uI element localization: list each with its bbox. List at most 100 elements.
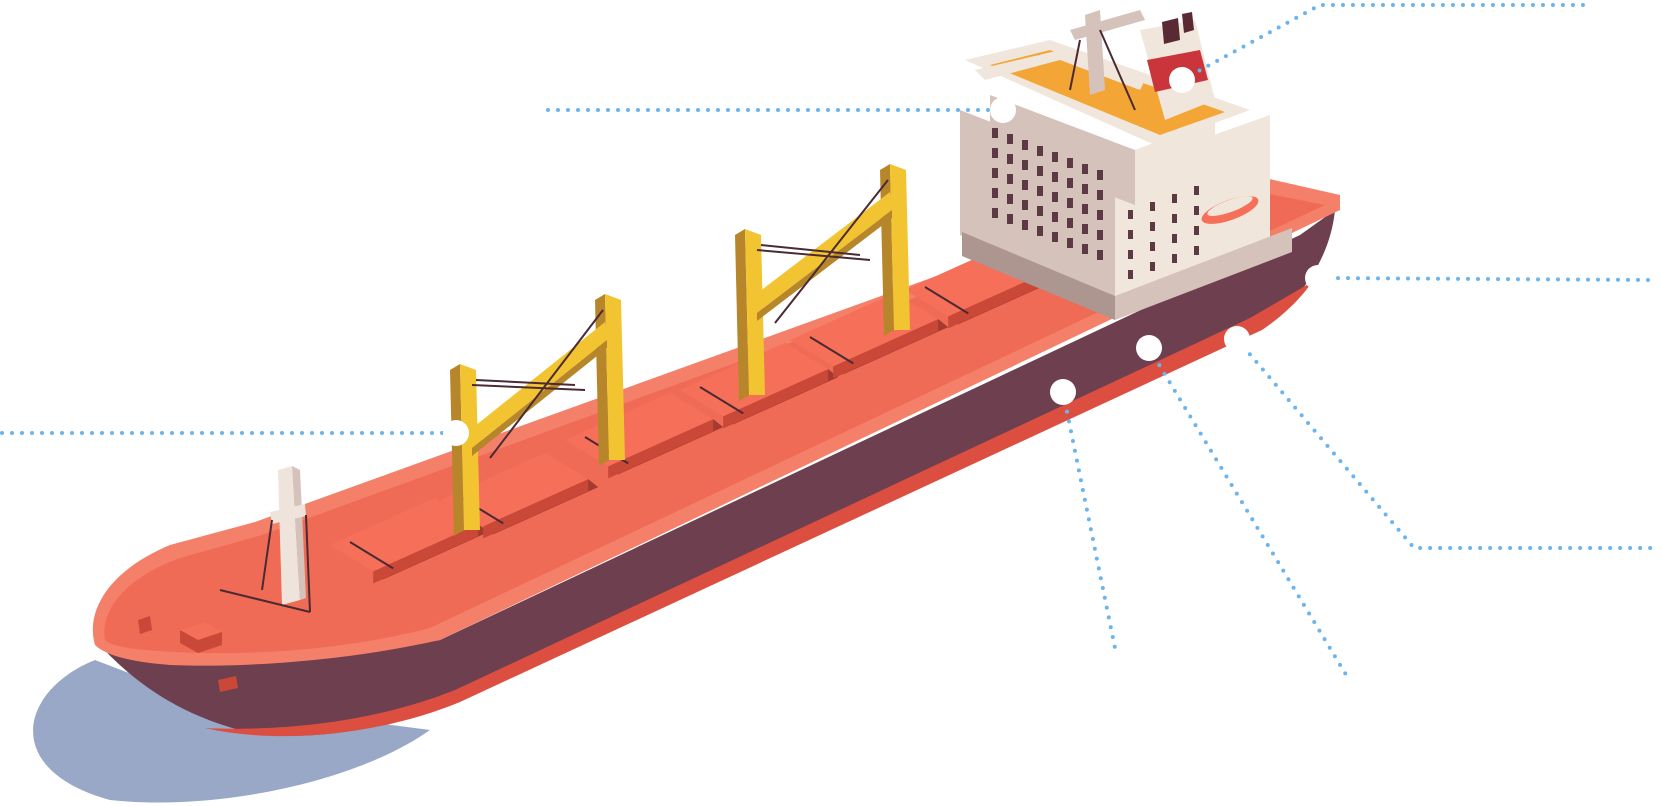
callout-dot xyxy=(1224,326,1250,352)
window xyxy=(1097,170,1103,180)
window xyxy=(1052,212,1058,222)
window xyxy=(1097,230,1103,240)
leader-line xyxy=(1316,276,1654,282)
crane-boom-side xyxy=(472,340,607,456)
cargo-hatch xyxy=(790,292,949,379)
window xyxy=(1150,222,1155,231)
window xyxy=(1022,160,1028,170)
window xyxy=(1150,262,1155,271)
window xyxy=(1052,232,1058,242)
crane-rope xyxy=(471,384,586,391)
window xyxy=(1097,190,1103,200)
window xyxy=(992,208,998,218)
window xyxy=(1082,224,1088,234)
window xyxy=(1194,246,1199,255)
window xyxy=(1082,244,1088,254)
window xyxy=(992,128,998,138)
callout-dot xyxy=(1305,265,1331,291)
window xyxy=(1172,214,1177,223)
window xyxy=(1097,210,1103,220)
crane-post-face xyxy=(745,229,765,395)
window xyxy=(1037,146,1043,156)
hatch-seam xyxy=(809,336,854,365)
window xyxy=(1128,210,1133,219)
leader-line xyxy=(1235,337,1662,550)
crane xyxy=(735,164,910,401)
crane-post-side xyxy=(735,229,749,401)
window xyxy=(1172,254,1177,263)
window xyxy=(1128,230,1133,239)
window xyxy=(1007,214,1013,224)
crane-rope xyxy=(475,379,576,386)
window xyxy=(992,168,998,178)
window xyxy=(1007,194,1013,204)
window xyxy=(1052,152,1058,162)
callout-hull-center xyxy=(1050,379,1118,655)
callout-hull-mid xyxy=(1136,335,1350,680)
crane-rope xyxy=(756,249,871,261)
callout-crane xyxy=(0,420,469,446)
crane-rope xyxy=(760,244,861,256)
window xyxy=(1022,200,1028,210)
superstructure-windows xyxy=(992,128,1199,279)
window xyxy=(1022,220,1028,230)
leader-line xyxy=(1061,390,1118,655)
window xyxy=(1082,184,1088,194)
cargo-hatch xyxy=(330,497,489,584)
callout-stern xyxy=(1305,265,1654,291)
crane-boom xyxy=(755,192,892,313)
crane-boom-side xyxy=(757,210,892,321)
window xyxy=(1052,172,1058,182)
window xyxy=(1194,226,1199,235)
window xyxy=(992,148,998,158)
window xyxy=(1067,218,1073,228)
window xyxy=(1037,166,1043,176)
window xyxy=(1037,226,1043,236)
deck-cranes xyxy=(450,164,910,536)
callout-dot xyxy=(1136,335,1162,361)
window xyxy=(1007,174,1013,184)
window xyxy=(992,188,998,198)
hatch-seam xyxy=(699,386,744,415)
hatch-front xyxy=(608,419,714,479)
superstructure xyxy=(960,10,1292,320)
window xyxy=(1194,206,1199,215)
crane-boom xyxy=(470,322,607,448)
crane xyxy=(450,294,625,536)
window xyxy=(1007,134,1013,144)
window xyxy=(1082,164,1088,174)
callout-dot xyxy=(990,97,1016,123)
window xyxy=(1150,242,1155,251)
crane-post-face xyxy=(890,164,910,330)
crane-post-face xyxy=(605,294,625,460)
crane-post-face xyxy=(460,364,480,530)
hatch-front xyxy=(833,319,939,379)
hatch-seam xyxy=(924,286,969,315)
window xyxy=(1037,206,1043,216)
window xyxy=(1150,202,1155,211)
window xyxy=(1194,186,1199,195)
hatch-front xyxy=(948,269,1054,329)
leader-line xyxy=(1180,3,1592,82)
callout-lines xyxy=(0,3,1662,680)
hatch-front xyxy=(373,524,479,584)
window xyxy=(1128,270,1133,279)
window xyxy=(1097,250,1103,260)
window xyxy=(1172,234,1177,243)
crane-post-side xyxy=(450,364,464,536)
window xyxy=(1172,194,1177,203)
bow-fittings xyxy=(138,616,238,692)
window xyxy=(1007,154,1013,164)
callout-dot xyxy=(1050,379,1076,405)
window xyxy=(1022,140,1028,150)
window xyxy=(1037,186,1043,196)
callout-dot xyxy=(1169,67,1195,93)
callout-bridge xyxy=(546,97,1016,123)
hatch-front xyxy=(723,369,829,429)
window xyxy=(1067,158,1073,168)
hatch-seam xyxy=(349,541,394,570)
window xyxy=(1022,180,1028,190)
window xyxy=(1082,204,1088,214)
